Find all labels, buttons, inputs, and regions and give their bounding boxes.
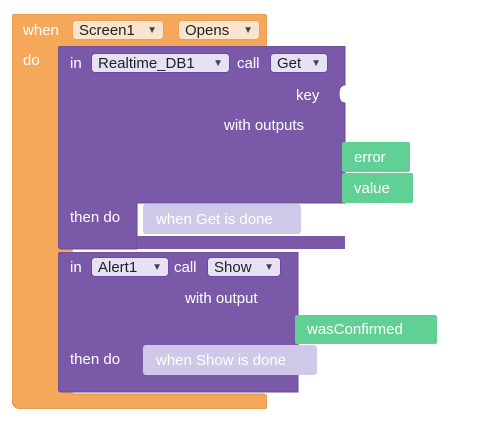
when-label: when <box>23 22 59 39</box>
db-component-dropdown[interactable]: Realtime_DB1 ▼ <box>91 53 230 73</box>
realtime-db-get-block[interactable]: in Realtime_DB1 ▼ call Get ▼ key with ou… <box>58 46 348 251</box>
key-label: key <box>296 87 320 104</box>
output-was-confirmed-label: wasConfirmed <box>307 321 403 338</box>
chevron-down-icon: ▼ <box>243 25 253 36</box>
component-dropdown[interactable]: Screen1 ▼ <box>72 20 164 40</box>
output-value-block[interactable]: value <box>342 173 413 203</box>
db-get-block-shape <box>58 46 346 250</box>
event-dropdown-value: Opens <box>185 22 230 39</box>
call-label: call <box>174 259 197 276</box>
alert-component-dropdown[interactable]: Alert1 ▼ <box>91 257 169 277</box>
alert-component-dropdown-value: Alert1 <box>98 259 138 276</box>
with-outputs-label: with outputs <box>224 117 305 134</box>
db-method-dropdown[interactable]: Get ▼ <box>270 53 328 73</box>
when-show-done-label: when Show is done <box>156 351 287 369</box>
when-get-done-block[interactable]: when Get is done <box>143 204 301 234</box>
then-do-label: then do <box>70 209 121 226</box>
do-label: do <box>23 52 40 69</box>
chevron-down-icon: ▼ <box>147 25 157 36</box>
alert-method-dropdown-value: Show <box>214 259 252 276</box>
chevron-down-icon: ▼ <box>152 262 162 273</box>
when-get-done-label: when Get is done <box>156 210 273 228</box>
output-error-block[interactable]: error <box>342 142 410 172</box>
chevron-down-icon: ▼ <box>213 58 223 69</box>
event-dropdown[interactable]: Opens ▼ <box>178 20 260 40</box>
alert-method-dropdown[interactable]: Show ▼ <box>207 257 281 277</box>
in-label: in <box>70 259 82 276</box>
db-method-dropdown-value: Get <box>277 55 302 72</box>
output-error-label: error <box>354 148 386 166</box>
in-label: in <box>70 55 82 72</box>
output-was-confirmed-block[interactable]: wasConfirmed <box>295 315 437 344</box>
chevron-down-icon: ▼ <box>311 58 321 69</box>
then-do-label: then do <box>70 351 121 368</box>
when-show-done-block[interactable]: when Show is done <box>143 345 317 375</box>
call-label: call <box>237 55 260 72</box>
with-output-label: with output <box>185 290 258 307</box>
output-value-label: value <box>354 179 390 197</box>
chevron-down-icon: ▼ <box>264 262 274 273</box>
db-component-dropdown-value: Realtime_DB1 <box>98 55 195 72</box>
component-dropdown-value: Screen1 <box>79 22 135 39</box>
